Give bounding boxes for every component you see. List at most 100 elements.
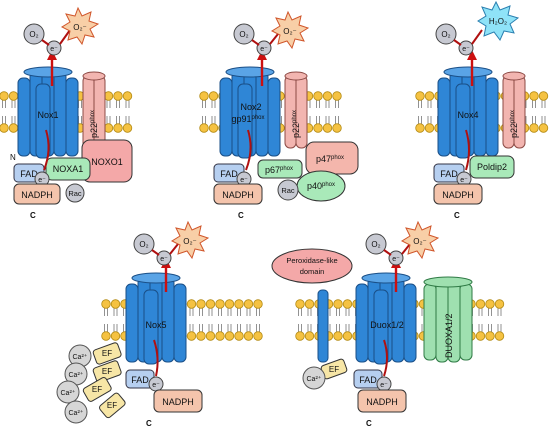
c-terminus-label: C bbox=[146, 419, 152, 428]
nox5-helices bbox=[125, 272, 187, 365]
lipid-head bbox=[415, 115, 425, 133]
electron-label: e⁻ bbox=[160, 256, 168, 263]
p22phox-subunit: p22phox bbox=[82, 71, 106, 149]
lipid-head bbox=[538, 91, 549, 109]
electron-path bbox=[465, 129, 470, 171]
noxa1-subunit bbox=[45, 157, 91, 181]
lipid-head bbox=[253, 299, 263, 317]
lipid-head bbox=[424, 115, 435, 133]
superoxide-label: O₂⁻ bbox=[413, 237, 427, 246]
arrow-head bbox=[467, 50, 477, 60]
electron-circle bbox=[256, 40, 272, 56]
lipid-head bbox=[253, 323, 263, 341]
c-terminus-label: C bbox=[366, 419, 372, 428]
nox2-helices bbox=[219, 66, 281, 159]
fad-label: FAD bbox=[131, 375, 149, 385]
electron-path bbox=[43, 129, 50, 171]
electron-label: e⁻ bbox=[152, 382, 160, 389]
lipid-head bbox=[313, 91, 323, 109]
lipid-head bbox=[304, 299, 315, 317]
lipid-head bbox=[110, 323, 121, 341]
duoxa-label: DUOXA1/2 bbox=[444, 313, 454, 358]
electron-label: e⁻ bbox=[462, 46, 470, 53]
lipid-head bbox=[322, 115, 333, 133]
lipid-head bbox=[475, 323, 486, 341]
nadph-domain bbox=[13, 183, 61, 205]
h2o2-burst bbox=[477, 0, 520, 41]
o2-circle bbox=[23, 23, 45, 45]
nadph-label: NADPH bbox=[222, 190, 254, 200]
rac-protein bbox=[65, 183, 85, 203]
nox2-label: Nox2 bbox=[240, 102, 261, 112]
electron-path bbox=[383, 339, 388, 377]
c-terminus-label: C bbox=[454, 211, 460, 220]
nadph-label: NADPH bbox=[366, 397, 398, 407]
lipid-head bbox=[332, 115, 342, 133]
lipid-head bbox=[538, 115, 549, 133]
p40phox-label: p40phox bbox=[307, 181, 335, 191]
lipid-head bbox=[485, 299, 495, 317]
o2-circle bbox=[133, 233, 155, 255]
superoxide-burst bbox=[400, 220, 440, 260]
lipid-head bbox=[205, 323, 216, 341]
lipid-head bbox=[101, 299, 111, 317]
p47phox-label: p47phox bbox=[316, 154, 344, 164]
nox5-complex: Nox5 FAD e⁻ NADPH C EF EF EF EF Ca²⁺ Ca²… bbox=[56, 220, 263, 428]
peroxidase-like-domain bbox=[271, 248, 353, 284]
lipid-head bbox=[494, 299, 505, 317]
calcium-ions: Ca²⁺ Ca²⁺ Ca²⁺ Ca²⁺ bbox=[56, 344, 92, 424]
duox-complex: Peroxidase-like domain Duox1/2 DUOXA1/2 … bbox=[271, 220, 505, 428]
lipid-head bbox=[342, 323, 353, 341]
electron-circle bbox=[458, 40, 474, 56]
electron-link bbox=[453, 39, 462, 46]
o2-label: O₂ bbox=[441, 30, 450, 39]
ca-label: Ca²⁺ bbox=[69, 409, 84, 417]
noxo1-label: NOXO1 bbox=[91, 157, 123, 167]
lipid-head bbox=[113, 91, 123, 109]
electron-label: e⁻ bbox=[240, 177, 248, 184]
lipid-head bbox=[0, 91, 9, 109]
lipid-head bbox=[122, 91, 133, 109]
nadph-domain bbox=[357, 389, 407, 413]
superoxide-label: O₂⁻ bbox=[73, 23, 87, 32]
lipid-head bbox=[208, 91, 219, 109]
nox1-label: Nox1 bbox=[37, 110, 58, 120]
lipid-head bbox=[485, 323, 495, 341]
electron-link bbox=[41, 39, 50, 46]
electron-label: e⁻ bbox=[50, 46, 58, 53]
rac-label: Rac bbox=[68, 189, 82, 198]
p22phox-subunit: p22phox bbox=[284, 71, 308, 149]
peroxidase-label-line1: Peroxidase-like bbox=[286, 256, 337, 265]
ca-label: Ca²⁺ bbox=[69, 371, 84, 379]
electron-label: e⁻ bbox=[260, 46, 268, 53]
electron-label: e⁻ bbox=[460, 177, 468, 184]
ca-label: Ca²⁺ bbox=[61, 389, 76, 397]
gp91phox-label: gp91phox bbox=[231, 114, 264, 124]
electron-label: e⁻ bbox=[392, 256, 400, 263]
o2-label: O₂ bbox=[371, 240, 380, 249]
superoxide-label: O₂⁻ bbox=[183, 237, 197, 246]
lipid-head bbox=[322, 91, 333, 109]
superoxide-burst bbox=[170, 220, 210, 260]
electron-label: e⁻ bbox=[380, 382, 388, 389]
nox1-helices bbox=[17, 66, 79, 159]
lipid-head bbox=[113, 115, 123, 133]
duox-label: Duox1/2 bbox=[370, 320, 404, 330]
lipid-head bbox=[215, 299, 225, 317]
lipid-head bbox=[234, 299, 244, 317]
lipid-head bbox=[199, 91, 209, 109]
lipid-head bbox=[196, 299, 206, 317]
lipid-head bbox=[215, 323, 225, 341]
nadph-label: NADPH bbox=[442, 190, 474, 200]
poldip2-label: Poldip2 bbox=[477, 162, 507, 172]
ef-label: EF bbox=[107, 401, 117, 410]
lipid-head bbox=[295, 323, 305, 341]
nadph-domain bbox=[153, 389, 203, 413]
calcium-ion bbox=[302, 366, 326, 390]
electron-link bbox=[401, 243, 411, 255]
lipid-head bbox=[332, 91, 342, 109]
electron-link bbox=[151, 249, 160, 256]
p22phox-label: p22phox bbox=[89, 110, 99, 138]
lipid-head bbox=[110, 299, 121, 317]
lipid-head bbox=[8, 91, 19, 109]
